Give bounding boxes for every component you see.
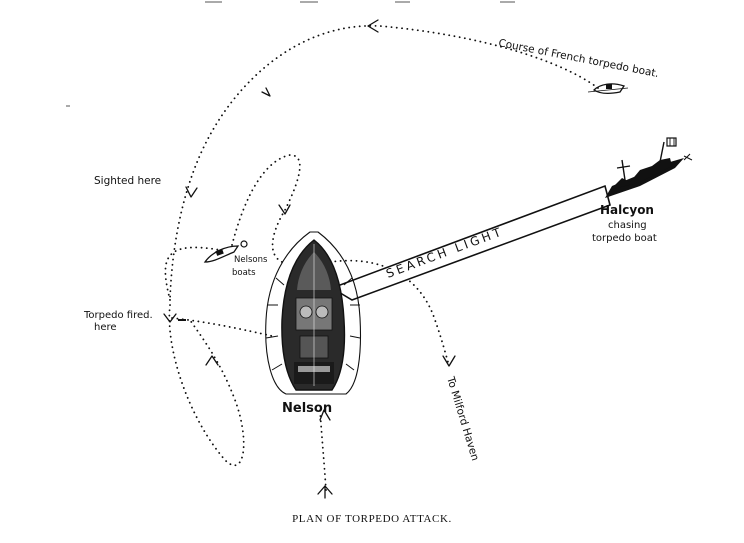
sighted-here-label: Sighted here (94, 175, 161, 187)
chasing-label-line2: torpedo boat (592, 233, 657, 244)
diagram-caption: PLAN OF TORPEDO ATTACK. (292, 513, 452, 525)
nelsons-boats-icon (203, 240, 248, 263)
nelson-label: Nelson (282, 401, 332, 416)
french-course-label: Course of French torpedo boat. (497, 37, 659, 80)
top-scan-marks (66, 1, 515, 107)
torpedo-fired-label-line1: Torpedo fired. (83, 310, 153, 321)
nelson-course-path (319, 409, 327, 491)
halcyon-ship (605, 137, 693, 198)
french-torpedo-boat (587, 83, 629, 94)
nelson-ship (265, 231, 362, 395)
halcyon-label: Halcyon (600, 203, 654, 217)
torpedo-track-path (171, 317, 273, 337)
torpedo-fired-label-line2: here (94, 322, 117, 333)
nelsons-boats-label-line1: Nelsons (234, 255, 268, 265)
nelsons-boats-label-line2: boats (232, 268, 256, 278)
french-course-path (169, 25, 599, 301)
course-arrows (163, 19, 456, 499)
search-light-beam (330, 184, 611, 301)
search-light-label: SEARCH LIGHT (384, 224, 505, 281)
chasing-label-line1: chasing (608, 220, 647, 231)
milford-haven-label: To Milford Haven (444, 374, 481, 462)
escape-loop-path (168, 304, 245, 467)
